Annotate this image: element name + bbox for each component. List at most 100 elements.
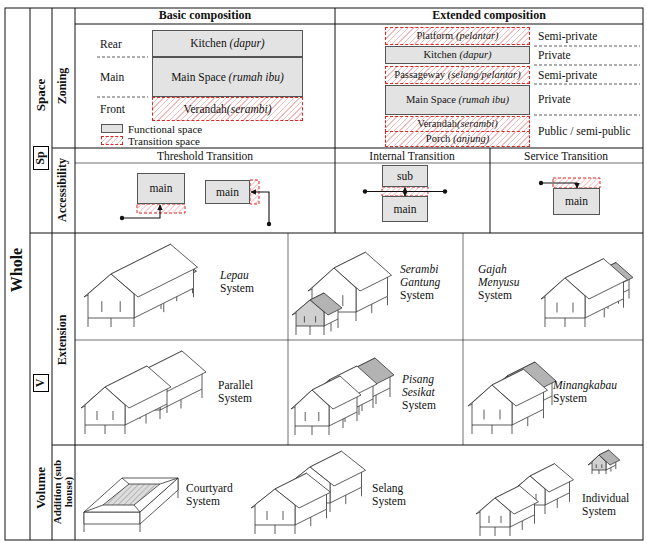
house-stilt	[342, 295, 343, 306]
house-stilt	[84, 505, 103, 512]
row-heading: Volume	[34, 467, 49, 509]
transition-space-box: Platform (pelantar)	[385, 27, 530, 45]
drawing-part	[120, 216, 124, 220]
house-stilt	[596, 464, 597, 468]
house-stilt	[484, 410, 485, 420]
access-arrows	[122, 183, 577, 224]
house-stilt	[543, 409, 544, 418]
drawing-part	[539, 181, 543, 185]
space-name: Kitchen (dapur)	[190, 37, 264, 50]
house-stilt	[330, 503, 331, 512]
space-name: main	[394, 203, 417, 216]
house-stilt	[359, 406, 360, 415]
space-name: Passageway (selang/pelantar)	[394, 69, 520, 81]
house-stilt	[97, 411, 98, 420]
space-name: main	[565, 195, 588, 208]
house	[84, 244, 198, 327]
legend-text: Transition space	[128, 135, 200, 147]
house-stilt	[125, 425, 126, 434]
house-stilt	[167, 404, 168, 413]
drawing-part	[534, 84, 640, 85]
house	[292, 293, 342, 335]
house-stilt	[310, 517, 311, 526]
table-grid	[5, 8, 643, 540]
house-stilt	[160, 410, 161, 419]
functional-space-box: Kitchen (dapur)	[152, 30, 303, 57]
house-stilt	[557, 303, 558, 313]
drawing-part	[30, 233, 643, 234]
house-stilt	[160, 478, 178, 484]
house-stilt	[573, 303, 574, 313]
house-stilt	[329, 426, 330, 435]
house-stilt	[338, 319, 339, 328]
house-stilt	[85, 425, 86, 434]
section-tag: Sp	[33, 146, 49, 170]
house-stilt	[623, 299, 624, 308]
house-stilt	[552, 396, 553, 405]
house-stilt	[305, 412, 306, 421]
house-stilt	[295, 525, 296, 534]
row-heading: Whole	[8, 248, 26, 292]
house-stilt	[315, 316, 316, 322]
space-name: Main Space (rumah ibu)	[171, 71, 284, 84]
space-name: Main Space (rumah ibu)	[406, 94, 509, 106]
house-outline	[592, 455, 606, 470]
house-stilt	[534, 515, 535, 524]
system-name: Parallel System	[218, 379, 278, 405]
functional-space-box: main	[382, 196, 428, 222]
house-stilt	[376, 395, 377, 404]
space-name: Verandah(serambi)	[417, 118, 497, 130]
label-text: Rear	[100, 38, 122, 51]
row-heading: Accessibility	[56, 158, 69, 222]
functional-space-box: Kitchen (dapur)	[385, 46, 530, 64]
transition-space-box: Porch (anjung)	[385, 131, 530, 147]
legend-swatch	[101, 124, 123, 133]
house-stilt	[202, 389, 203, 398]
space-name: Kitchen (dapur)	[424, 49, 492, 61]
house-stilt	[500, 410, 501, 420]
house-stilt	[105, 425, 106, 434]
house	[476, 486, 539, 536]
house-stilt	[120, 301, 121, 312]
house-stilt	[592, 470, 593, 474]
drawing-part	[75, 340, 643, 341]
house-outline	[472, 385, 512, 425]
house-stilt	[134, 505, 140, 512]
house-stilt	[495, 527, 496, 536]
house-stilt	[606, 470, 607, 474]
system-name: Minangkabau System	[553, 379, 633, 405]
space-name: V	[34, 379, 47, 388]
functional-space-box: main	[205, 180, 250, 204]
house	[588, 450, 620, 474]
drawing-part	[534, 115, 640, 116]
label-text: Front	[100, 103, 125, 116]
house-outline	[545, 278, 585, 318]
drawing-part	[404, 188, 405, 192]
house-stilt	[390, 388, 391, 397]
house	[291, 376, 361, 435]
house-stilt	[193, 288, 194, 297]
label-text: Private	[538, 93, 571, 106]
drawing-part	[97, 57, 148, 58]
system-name: Serambi Gantung System	[400, 263, 458, 302]
functional-space-box: main	[553, 188, 600, 215]
house-stilt	[601, 464, 602, 468]
label-text: Service Transition	[524, 150, 608, 163]
house-stilt	[181, 400, 182, 409]
row-heading: Extension	[56, 315, 69, 366]
functional-space-box: sub	[382, 165, 428, 187]
house-stilt	[310, 326, 311, 335]
house-stilt	[146, 415, 147, 424]
functional-space-box: main	[137, 173, 185, 204]
house-stilt	[357, 412, 358, 421]
house-outline	[103, 484, 160, 505]
system-name: Courtyard System	[186, 482, 248, 508]
house-stilt	[501, 516, 502, 523]
space-name: Verandah(serambi)	[183, 103, 271, 116]
drawing-part	[122, 205, 160, 218]
house-stilt	[472, 425, 473, 434]
house-stilt	[163, 303, 164, 312]
house-outline	[480, 498, 510, 527]
house-stilt	[361, 487, 362, 496]
house-stilt	[275, 525, 276, 534]
